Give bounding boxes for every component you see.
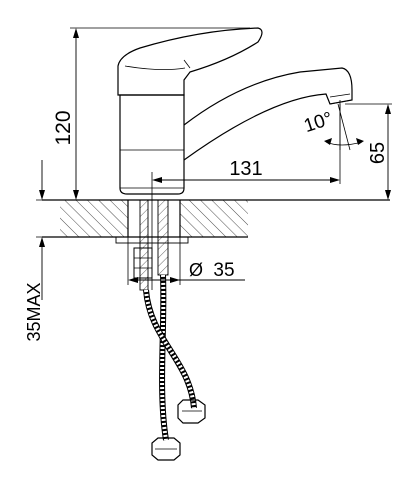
dim-131: 131 — [151, 100, 341, 290]
dim-65: 65 — [345, 103, 392, 200]
countertop — [42, 199, 390, 238]
dim-35max-label: 35MAX — [24, 282, 44, 341]
dim-120: 120 — [52, 27, 250, 201]
dim-angle: 10° — [301, 103, 364, 151]
dim-diameter-symbol: Ø — [189, 260, 203, 280]
dim-diameter: Ø 35 — [127, 237, 245, 285]
dim-131-label: 131 — [229, 158, 262, 180]
dim-120-label: 120 — [52, 110, 75, 145]
dim-65-label: 65 — [367, 142, 389, 164]
dim-35max: 35MAX — [24, 160, 60, 342]
dim-angle-label: 10° — [301, 108, 335, 137]
flexible-hoses — [143, 274, 206, 461]
lever-handle — [117, 27, 263, 96]
spout — [183, 67, 353, 161]
dim-diameter-label: 35 — [213, 260, 234, 281]
